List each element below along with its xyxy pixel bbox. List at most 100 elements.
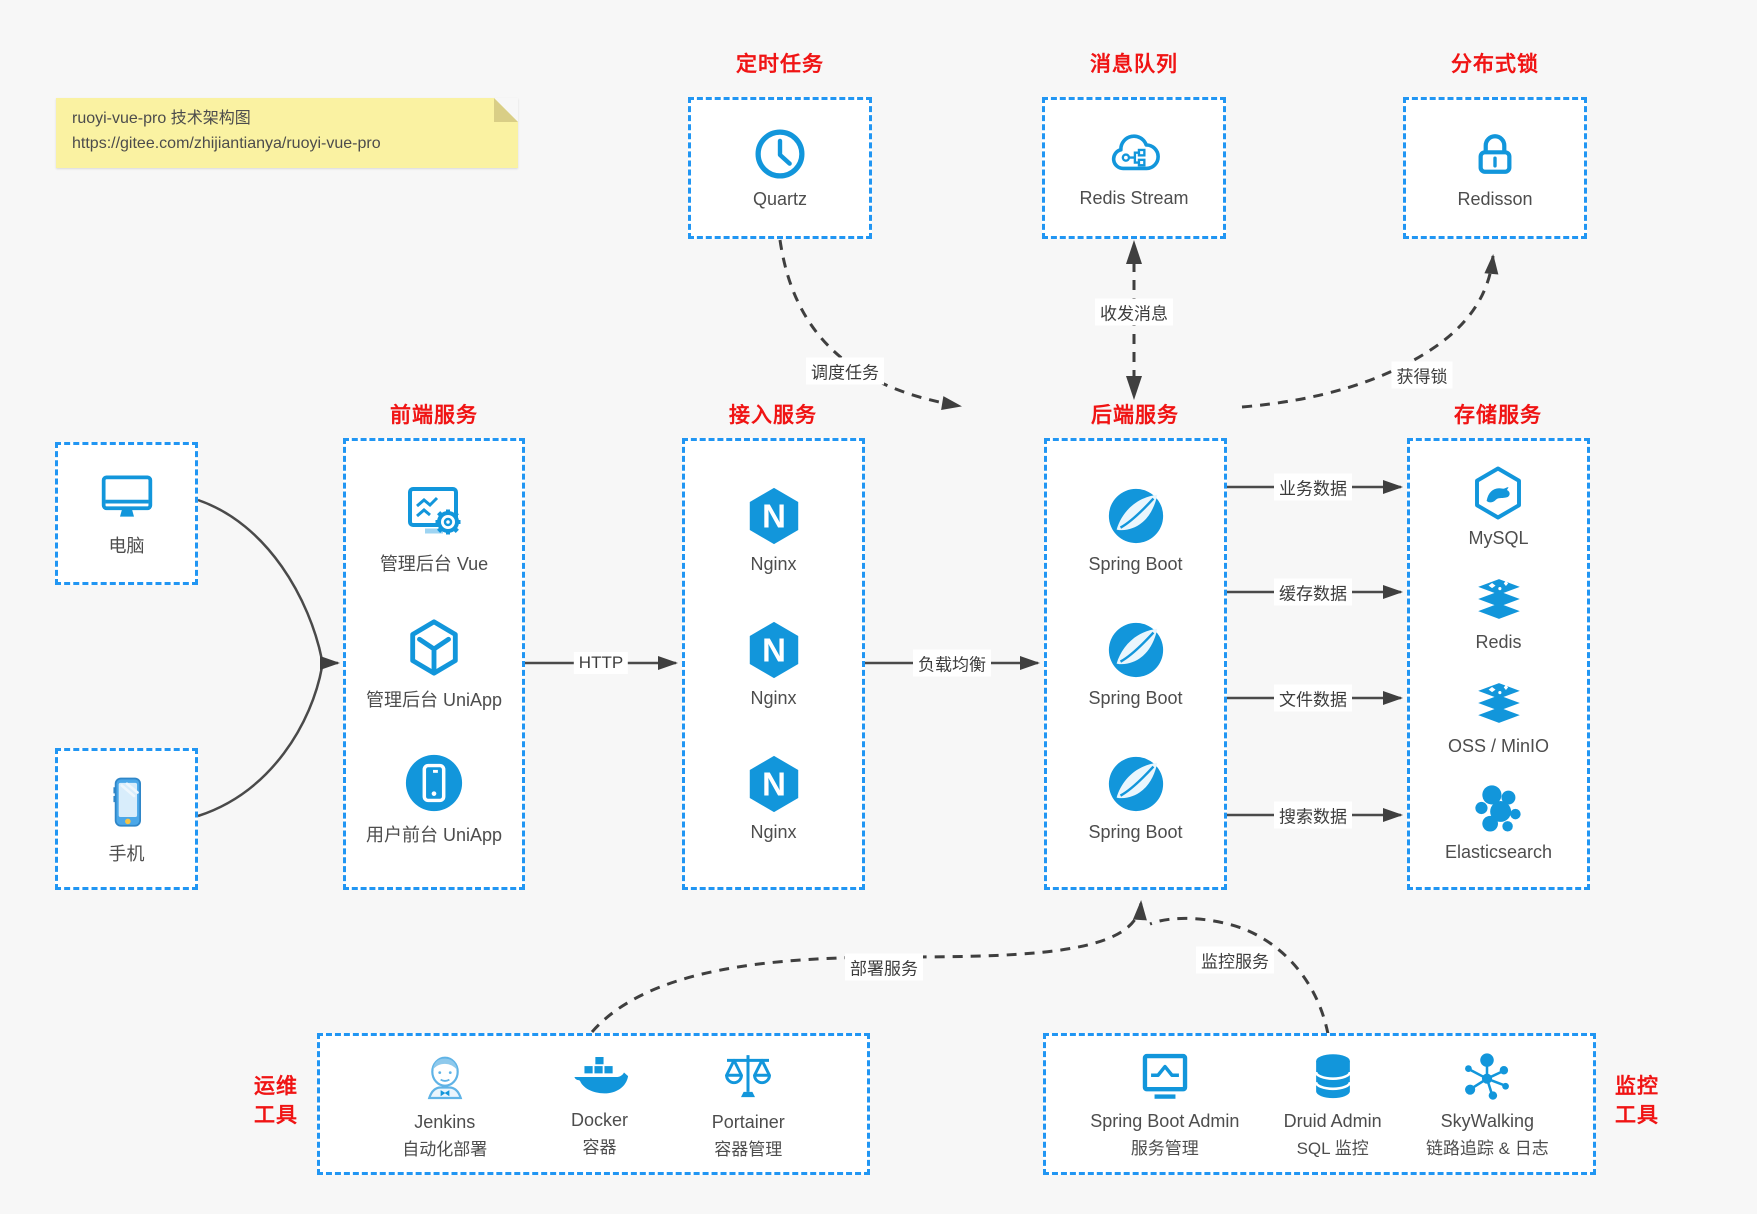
monitoring-side-label-line1: 监控: [1615, 1075, 1659, 1098]
devops-side-label-line2: 工具: [254, 1104, 298, 1127]
node-springboot-admin: Spring Boot Admin 服务管理: [1090, 1050, 1239, 1159]
node-docker: Docker 容器: [569, 1051, 629, 1158]
edge-pc-to-frontend: [197, 498, 324, 661]
node-name: Docker: [570, 1109, 628, 1130]
node-label: OSS / MinIO: [1447, 736, 1550, 756]
node-name: Spring Boot Admin: [1090, 1110, 1240, 1131]
clock-icon: [755, 129, 805, 179]
desktop-icon: [101, 475, 152, 517]
lock-box: Redisson: [1403, 97, 1587, 239]
frontend-box: 管理后台 Vue 管理后台 UniApp 用户前台 UniApp: [343, 438, 525, 890]
node-nginx-3: N Nginx: [743, 753, 805, 843]
title-gateway: 接入服务: [729, 404, 817, 427]
node-label: Nginx: [750, 688, 797, 708]
node-name: Portainer: [711, 1111, 785, 1132]
nginx-icon: N: [749, 621, 798, 679]
node-name: Druid Admin: [1283, 1110, 1382, 1131]
cube-icon: [410, 618, 458, 676]
node-label: Nginx: [750, 554, 797, 574]
node-admin-vue: 管理后台 Vue: [380, 481, 488, 576]
node-user-uniapp: 用户前台 UniApp: [366, 752, 502, 847]
node-label: Spring Boot: [1088, 822, 1183, 842]
edge-label-biz-data: 业务数据: [1274, 473, 1352, 501]
topology-icon: [1465, 1052, 1510, 1100]
node-name: Jenkins: [414, 1111, 476, 1132]
title-backend: 后端服务: [1091, 404, 1179, 427]
devops-side-label-line1: 运维: [254, 1075, 298, 1098]
spring-boot-icon: [1108, 622, 1163, 678]
arrowhead-up-mq: [1126, 240, 1142, 264]
db-stack-icon: [1477, 683, 1520, 723]
node-redis: Redis: [1471, 573, 1527, 653]
node-pc: 电脑: [97, 469, 157, 558]
database-icon: [1314, 1053, 1351, 1098]
node-label: 管理后台 Vue: [379, 554, 489, 575]
node-springboot-1: Spring Boot: [1088, 485, 1183, 575]
node-springboot-2: Spring Boot: [1088, 619, 1183, 709]
edge-label-search-data: 搜索数据: [1274, 801, 1352, 829]
edge-label-monitor: 监控服务: [1196, 946, 1274, 974]
node-desc: 自动化部署: [402, 1139, 488, 1159]
node-elasticsearch: Elasticsearch: [1445, 781, 1552, 863]
node-label: 手机: [108, 843, 145, 864]
scheduler-box: Quartz: [688, 97, 872, 239]
title-frontend: 前端服务: [390, 404, 478, 427]
portainer-scales-icon: [725, 1054, 772, 1097]
pc-box: 电脑: [55, 442, 198, 585]
node-label: 用户前台 UniApp: [365, 824, 503, 845]
monitoring-side-label: 监控 工具: [1604, 1072, 1670, 1130]
mq-box: Redis Stream: [1042, 97, 1226, 239]
storage-box: MySQL Redis: [1407, 438, 1590, 890]
nginx-icon: N: [749, 487, 798, 545]
edge-acquire-lock: [1241, 254, 1499, 409]
node-quartz: Quartz: [752, 126, 808, 210]
node-label: Redisson: [1457, 189, 1533, 209]
node-desc: 服务管理: [1130, 1138, 1199, 1158]
title-storage: 存储服务: [1454, 404, 1542, 427]
edge-label-deploy: 部署服务: [845, 953, 923, 981]
spring-boot-icon: [1108, 488, 1163, 544]
node-nginx-1: N Nginx: [743, 485, 805, 575]
note-title: ruoyi-vue-pro 技术架构图: [72, 110, 251, 127]
node-admin-uniapp: 管理后台 UniApp: [366, 617, 502, 712]
node-label: Redis: [1475, 632, 1522, 652]
node-jenkins: Jenkins 自动化部署: [402, 1049, 487, 1160]
edge-phone-to-frontend: [197, 666, 324, 818]
node-label: Redis Stream: [1079, 188, 1189, 208]
node-desc: 容器: [582, 1137, 617, 1157]
jenkins-icon: [427, 1056, 463, 1099]
node-nginx-2: N Nginx: [743, 619, 805, 709]
svg-text:N: N: [762, 766, 786, 803]
admin-vue-icon: [408, 487, 461, 535]
node-name: SkyWalking: [1440, 1110, 1535, 1131]
edge-label-cache-data: 缓存数据: [1274, 578, 1352, 606]
svg-text:N: N: [762, 632, 786, 669]
node-desc: 链路追踪 & 日志: [1425, 1138, 1549, 1158]
title-mq: 消息队列: [1090, 53, 1178, 76]
mysql-icon: [1475, 466, 1522, 520]
node-mysql: MySQL: [1468, 465, 1529, 549]
lock-icon: [1478, 134, 1512, 174]
node-phone: 手机: [99, 773, 155, 866]
node-redis-stream: Redis Stream: [1079, 127, 1189, 209]
node-label: Spring Boot: [1088, 688, 1183, 708]
phone-circle-icon: [405, 754, 463, 811]
smartphone-icon: [112, 777, 141, 827]
devops-side-label: 运维 工具: [243, 1072, 309, 1130]
edge-label-load-balance: 负载均衡: [913, 649, 991, 677]
sticky-note: ruoyi-vue-pro 技术架构图 https://gitee.com/zh…: [56, 98, 518, 168]
docker-icon: [574, 1056, 629, 1093]
node-label: Quartz: [752, 189, 808, 209]
node-skywalking: SkyWalking 链路追踪 & 日志: [1426, 1050, 1549, 1159]
gear-icon: [435, 509, 461, 535]
node-label: Spring Boot: [1088, 554, 1183, 574]
node-druid-admin: Druid Admin SQL 监控: [1284, 1050, 1382, 1159]
title-lock: 分布式锁: [1451, 53, 1539, 76]
edge-label-http: HTTP: [573, 652, 629, 674]
node-springboot-3: Spring Boot: [1088, 753, 1183, 843]
backend-box: Spring Boot Spring Boot Spring Boot: [1044, 438, 1227, 890]
cloud-stream-icon: [1111, 134, 1160, 171]
phone-box: 手机: [55, 748, 198, 890]
node-redisson: Redisson: [1457, 126, 1533, 210]
